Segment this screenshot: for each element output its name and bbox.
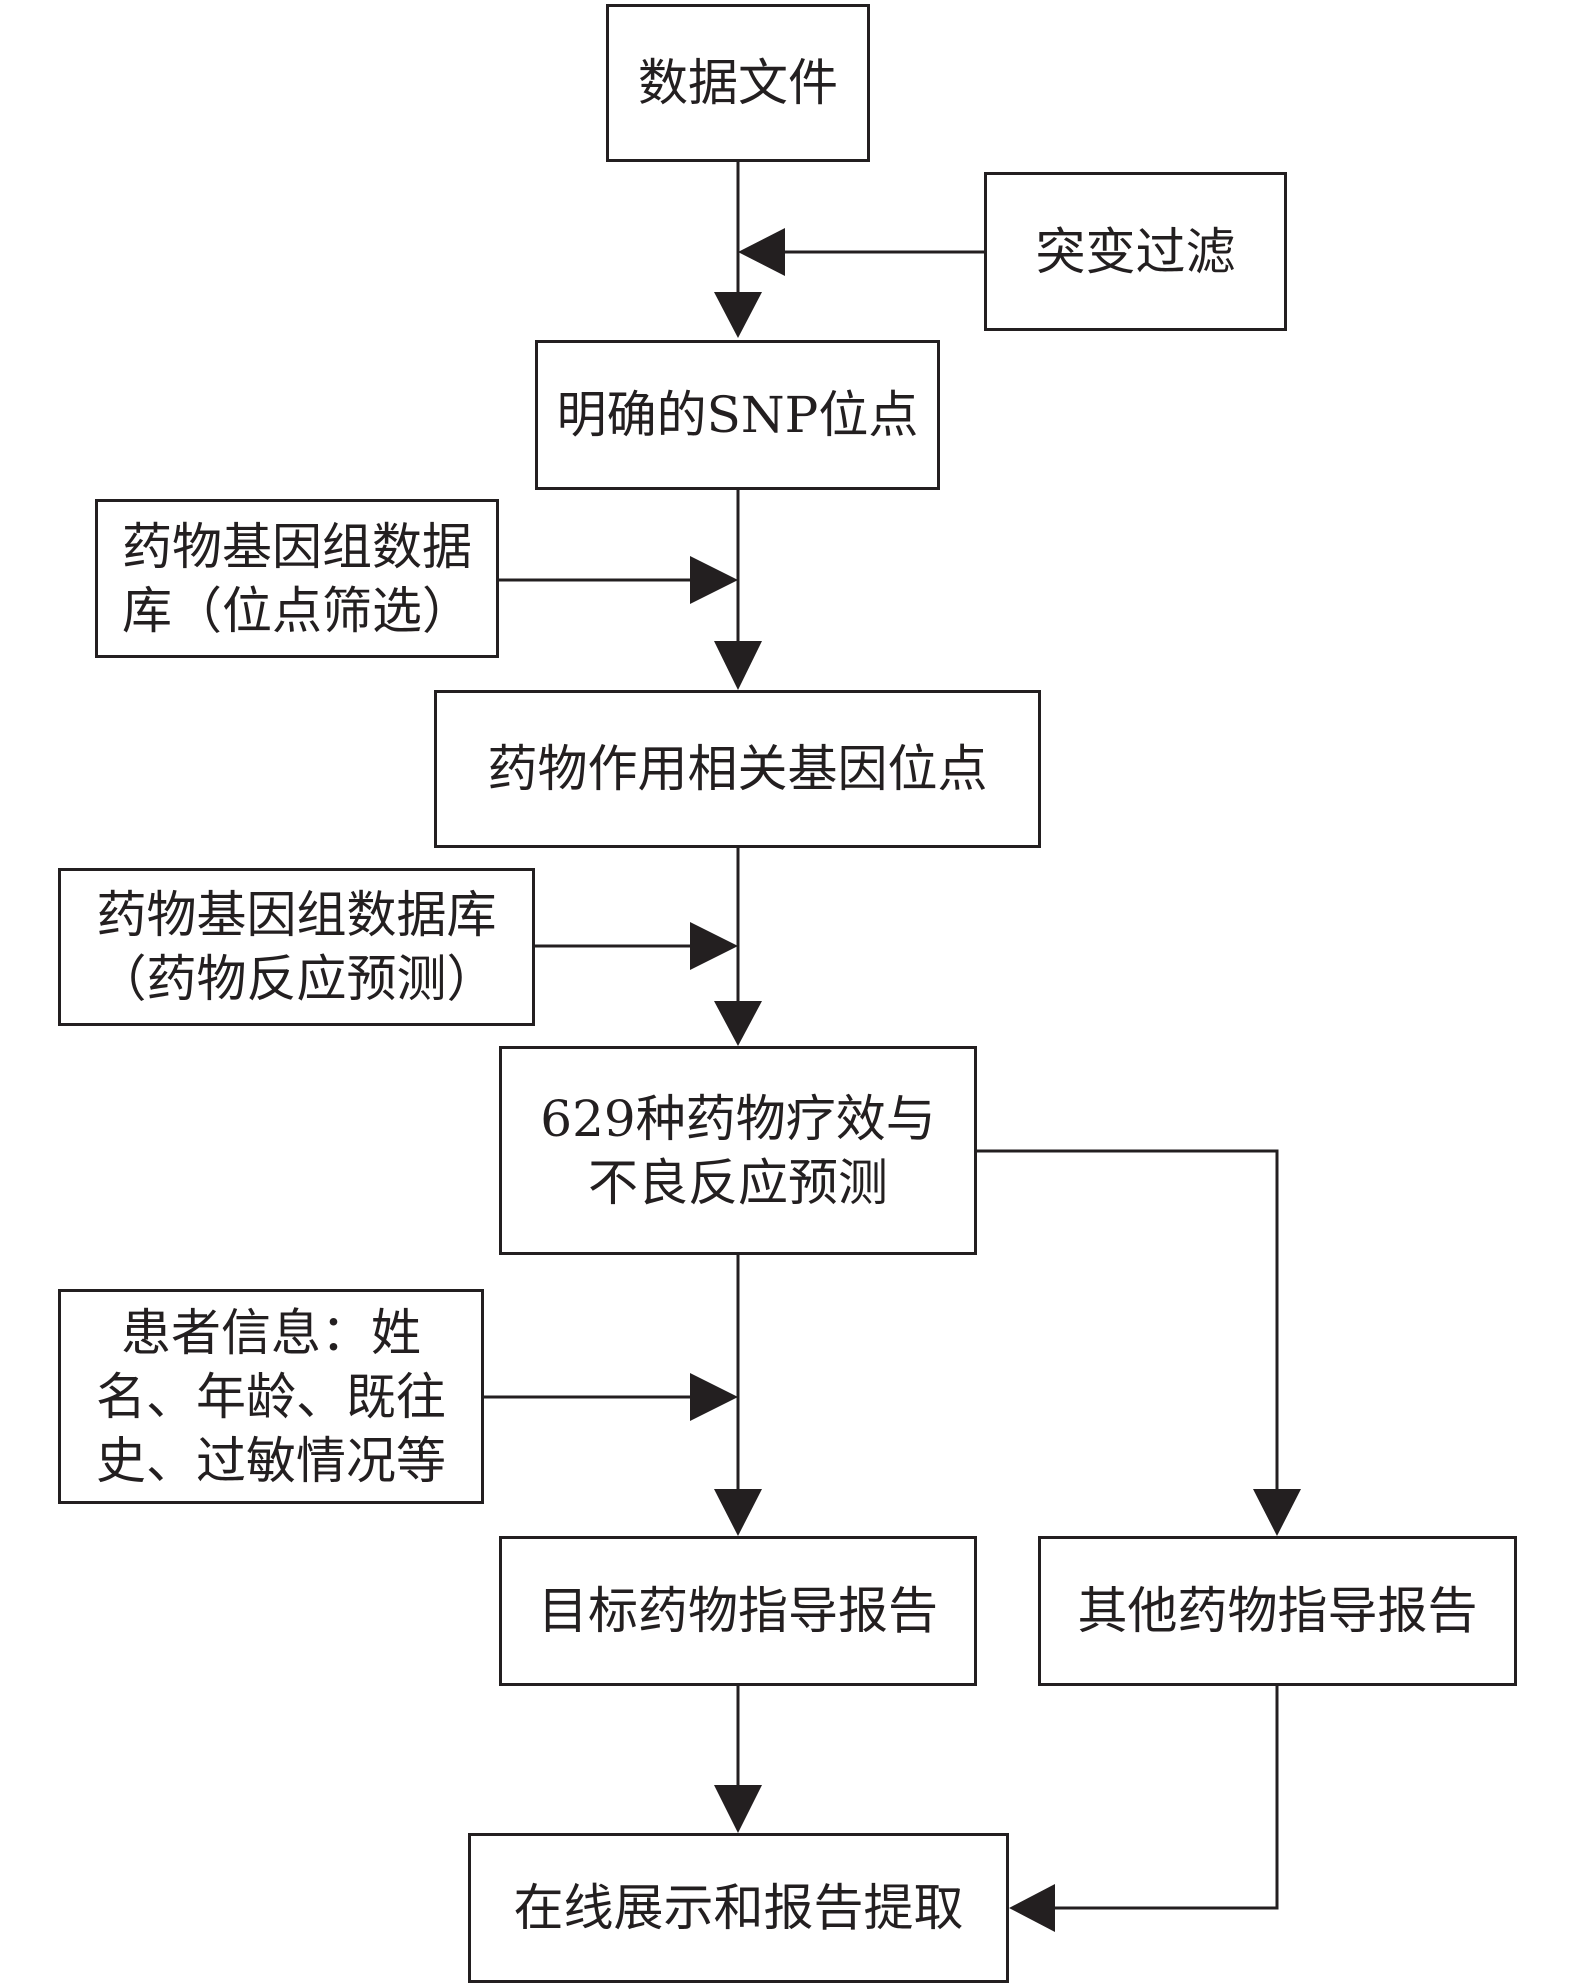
node-label: 药物作用相关基因位点 [487,740,988,798]
node-label: 突变过滤 [1035,222,1236,281]
node-pgx-db-site-filter: 药物基因组数据 库（位点筛选） [95,499,499,658]
node-other-drug-report: 其他药物指导报告 [1038,1536,1517,1686]
node-data-file: 数据文件 [606,4,870,162]
node-label: 在线展示和报告提取 [513,1879,964,1937]
node-label: 目标药物指导报告 [538,1582,938,1640]
edge-prediction-to-other [977,1149,1279,1489]
arrowhead-down [1253,1489,1301,1536]
node-pgx-db-drug-response: 药物基因组数据库 （药物反应预测） [58,868,535,1026]
node-label: 不良反应预测 [588,1153,888,1212]
edge-other-to-online [1055,1686,1279,1910]
node-label: 库（位点筛选） [122,581,472,640]
node-label: 史、过敏情况等 [96,1431,446,1490]
arrowhead-down [714,1001,762,1046]
arrowhead-right [690,922,738,970]
node-drug-gene-sites: 药物作用相关基因位点 [434,690,1041,848]
node-label: 名、年龄、既往 [96,1367,446,1426]
node-label: 数据文件 [638,54,838,112]
arrowhead-down [714,1785,762,1833]
arrowhead-left [1009,1884,1055,1932]
node-label: 药物基因组数据库 [96,886,497,944]
node-target-drug-report: 目标药物指导报告 [499,1536,977,1686]
arrowhead-down [714,1489,762,1536]
node-label: 其他药物指导报告 [1077,1582,1478,1640]
arrowhead-down [714,641,762,690]
node-label: 药物基因组数据 [122,517,472,576]
arrowhead-right [690,556,738,604]
node-online-display: 在线展示和报告提取 [468,1833,1009,1983]
node-snp-sites: 明确的SNP位点 [535,340,940,490]
node-drug-prediction: 629种药物疗效与 不良反应预测 [499,1046,977,1255]
node-label: 629种药物疗效与 [540,1089,936,1148]
node-mutation-filter: 突变过滤 [984,172,1287,331]
arrowhead-right [690,1373,738,1421]
arrowhead-down [714,292,762,338]
node-label: （药物反应预测） [96,950,497,1008]
node-patient-info: 患者信息：姓 名、年龄、既往 史、过敏情况等 [58,1289,484,1504]
node-label: 患者信息：姓 [121,1303,421,1362]
arrowhead-left [738,228,785,276]
node-label: 明确的SNP位点 [556,386,919,444]
